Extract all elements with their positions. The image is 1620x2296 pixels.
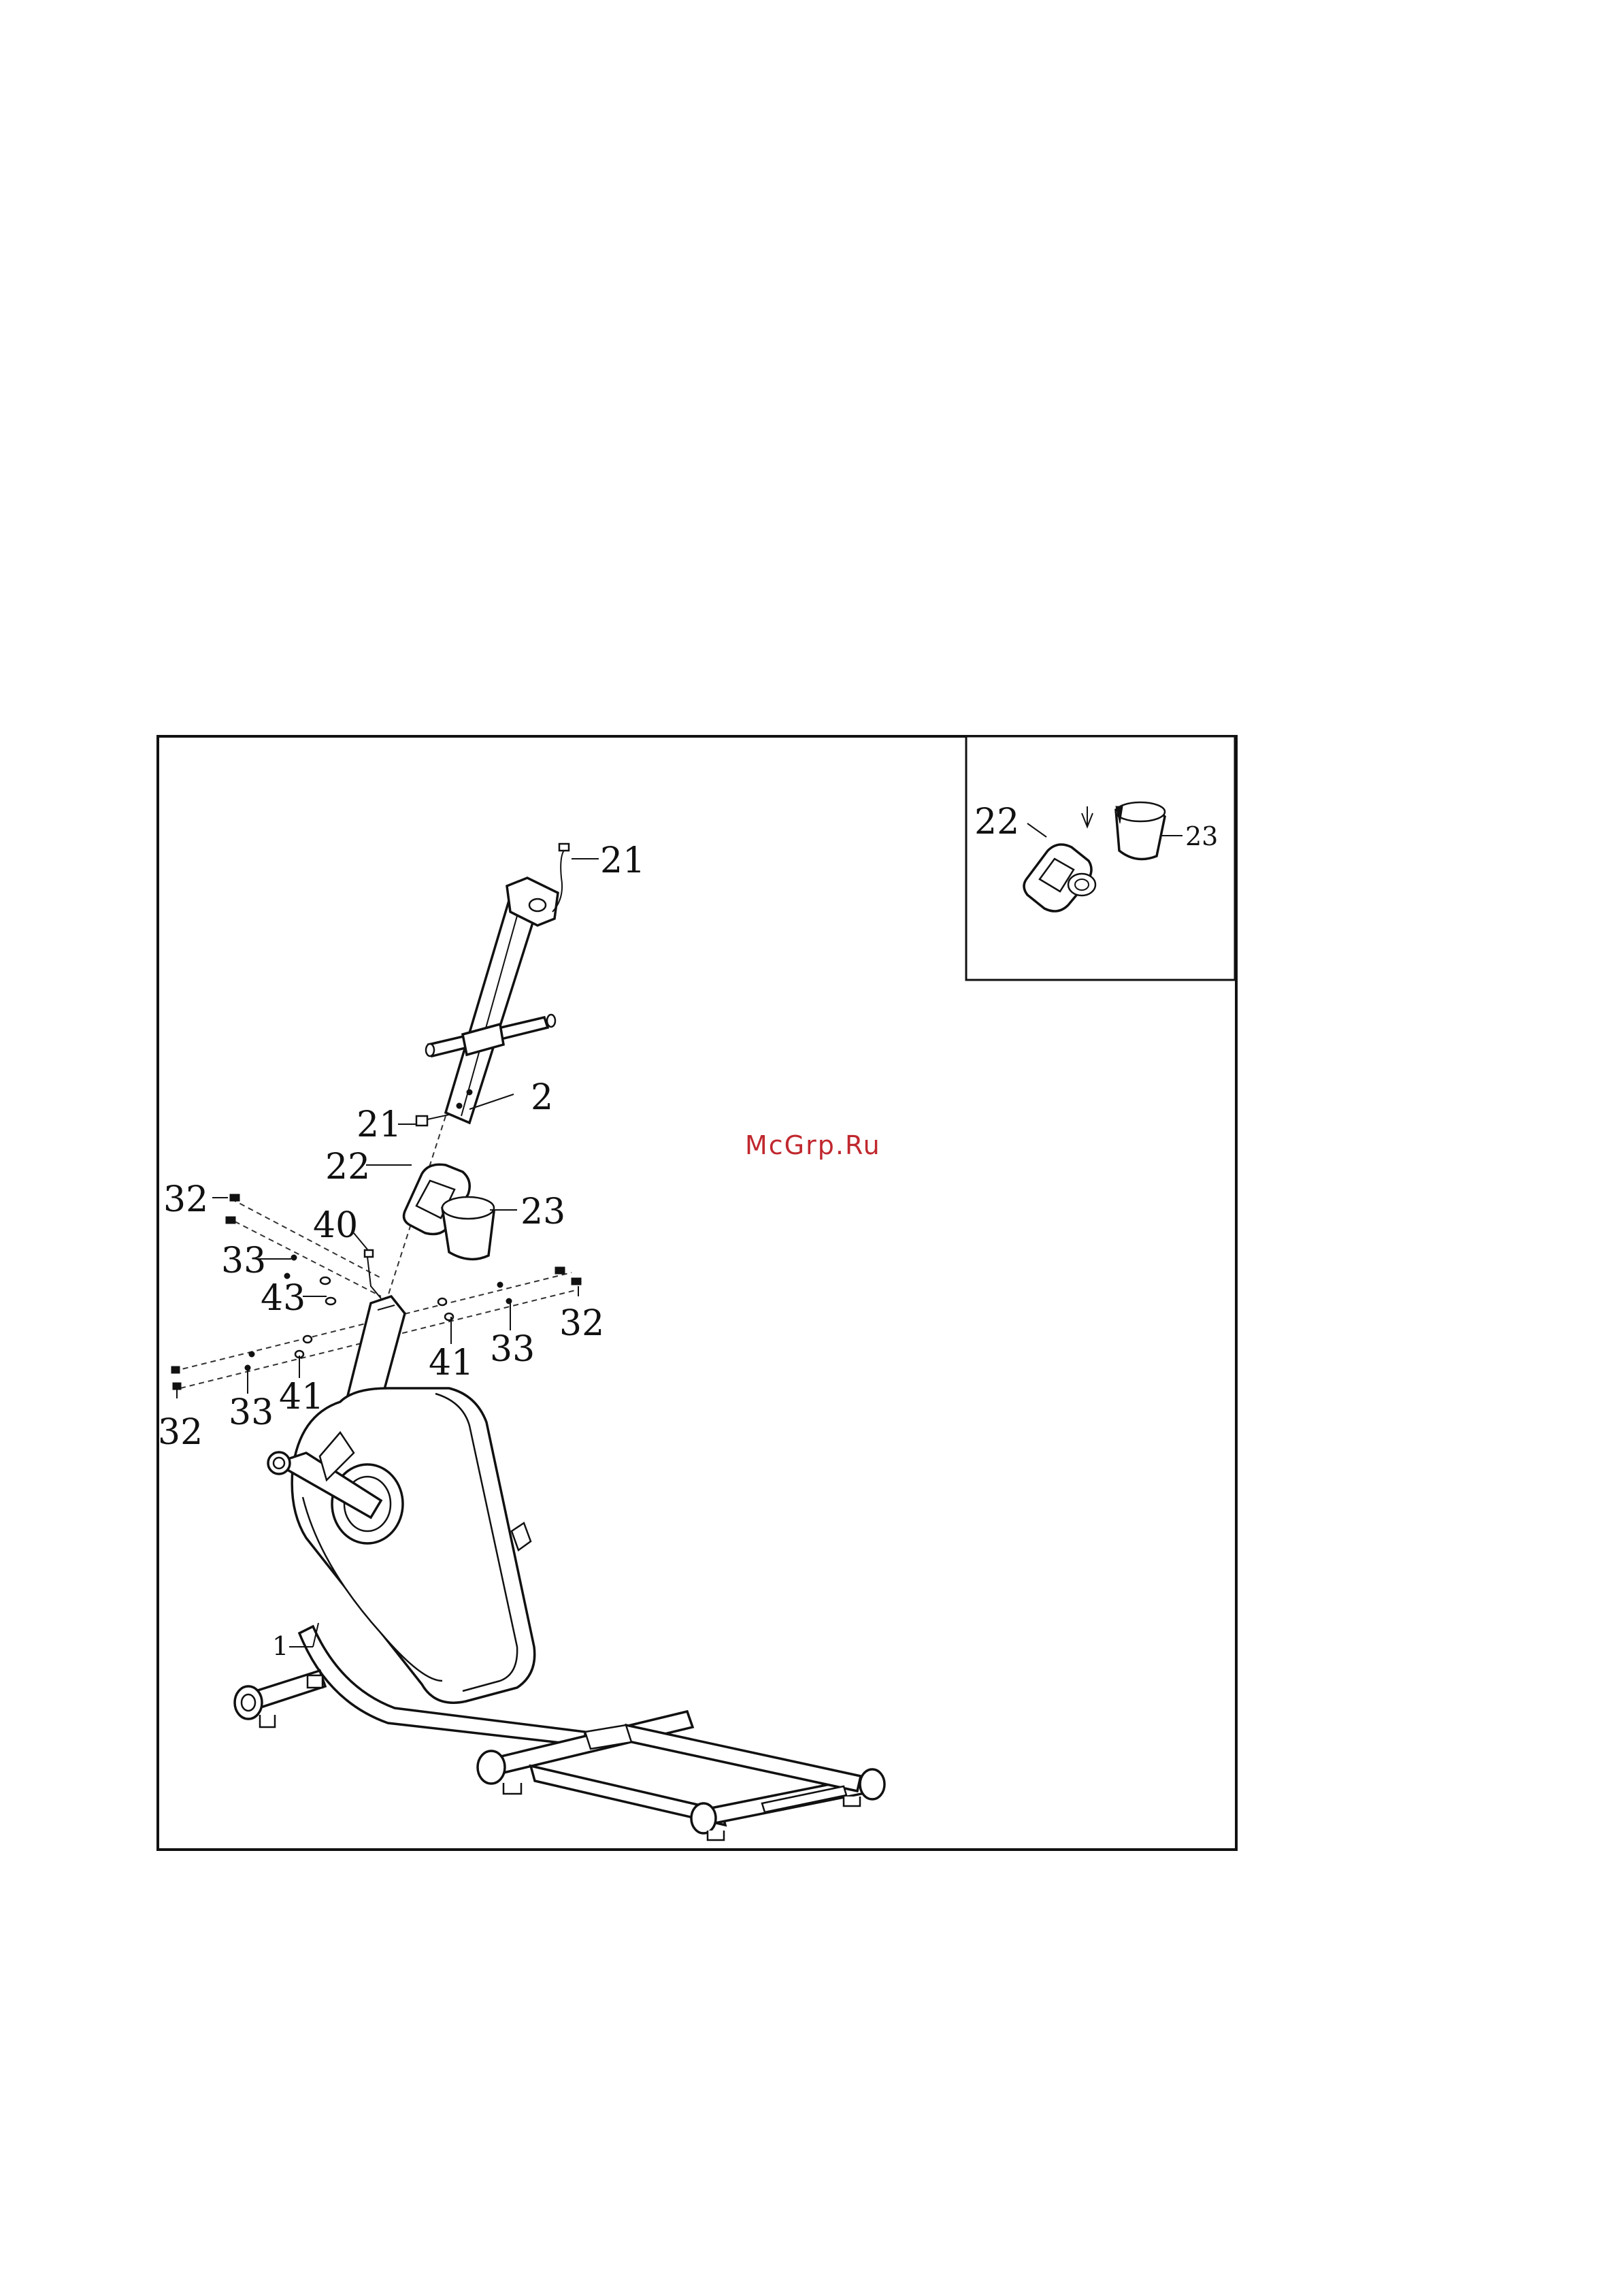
callout-33-b: 33 xyxy=(490,1329,535,1370)
callout-21-top: 21 xyxy=(600,840,645,881)
callout-41-a: 41 xyxy=(429,1343,474,1383)
callout-40: 40 xyxy=(313,1205,358,1246)
callout-2: 2 xyxy=(531,1077,553,1118)
inset-callout-22: 22 xyxy=(974,802,1019,842)
callout-23: 23 xyxy=(520,1192,565,1232)
detail-inset: 22 23 xyxy=(966,736,1235,980)
callout-33-a: 33 xyxy=(221,1241,266,1281)
callout-33-c: 33 xyxy=(229,1392,274,1433)
callout-32-c: 32 xyxy=(158,1412,203,1453)
callout-32-a: 32 xyxy=(163,1179,208,1220)
callout-41-b: 41 xyxy=(279,1377,324,1417)
watermark-text: McGrp.Ru xyxy=(745,1130,881,1160)
callout-22: 22 xyxy=(325,1147,370,1187)
callout-32-b: 32 xyxy=(559,1303,604,1344)
inset-callout-23: 23 xyxy=(1185,821,1218,851)
inset-frame xyxy=(966,736,1235,980)
water-bottle xyxy=(442,1197,494,1259)
main-frame xyxy=(235,1296,885,1840)
inset-bottle xyxy=(1116,802,1165,859)
callout-21-mid: 21 xyxy=(357,1104,401,1145)
callout-1: 1 xyxy=(272,1631,288,1661)
callout-43: 43 xyxy=(261,1278,305,1319)
